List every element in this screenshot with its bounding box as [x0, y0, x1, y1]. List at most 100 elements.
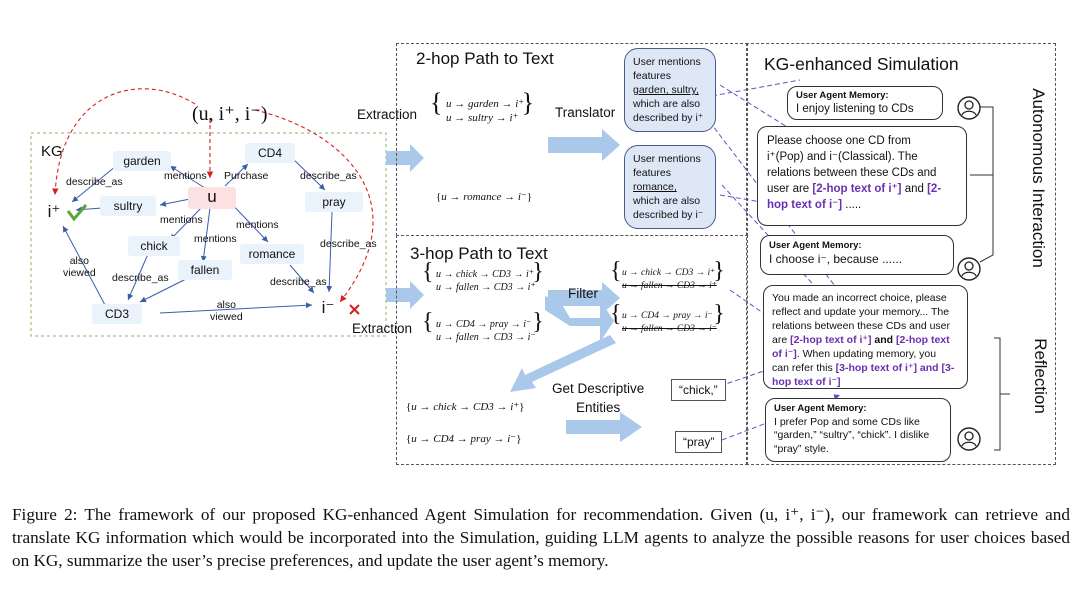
trans-line: features [633, 167, 671, 179]
edge-mentions: mentions [160, 214, 203, 226]
trans-line: which are also [633, 195, 701, 207]
prompt-line: You made an incorrect choice, please [772, 292, 947, 304]
cross-icon [349, 304, 360, 315]
prompt-text: user are [767, 183, 813, 195]
edge-also-viewed: also viewed [210, 299, 243, 323]
figure-caption: Figure 2: The framework of our proposed … [12, 505, 1070, 570]
prompt-line: relations between these CDs and [767, 167, 937, 179]
edge-mentions: mentions [164, 170, 207, 182]
memory-title: User Agent Memory: [796, 90, 889, 101]
prompt-line: hop text of i⁻] [772, 375, 959, 389]
prompt-placeholder: hop text of i⁻] [767, 199, 843, 211]
three-hop-title: 3-hop Path to Text [410, 244, 548, 263]
filter-label: Filter [568, 286, 598, 301]
path-row: u → chick → CD3 → i⁺ [622, 268, 716, 278]
reflection-label: Reflection [1031, 338, 1050, 414]
edge-also-viewed: also viewed [63, 255, 96, 279]
prompt-text: are [772, 334, 791, 346]
edge-mentions: mentions [194, 233, 237, 245]
path-row: u → fallen → CD3 → i⁻ [622, 324, 717, 334]
prompt-placeholder: [2- [927, 183, 942, 195]
trans-line: User mentions [633, 153, 701, 165]
translator-label: Translator [555, 105, 616, 120]
three-hop-pos: { u → chick → CD3 → i⁺ u → fallen → CD3 … [422, 259, 544, 293]
node-u: u [188, 187, 236, 209]
kg-title: KG [41, 143, 63, 160]
node-fallen: fallen [178, 260, 232, 280]
prompt-line: i⁺(Pop) and i⁻(Classical). The [767, 151, 918, 163]
get-descriptive-line: Get Descriptive [552, 381, 645, 396]
prompt-line: relations between these CDs and user [772, 320, 951, 332]
trans-line: garden, sultry, [633, 84, 699, 96]
extraction-label: Extraction [352, 321, 413, 336]
two-hop-paths: { u → garden → i⁺ u → sultry → i⁺ } [430, 88, 535, 125]
path-row: u → fallen → CD3 → i⁺ [622, 281, 717, 291]
memory-title: User Agent Memory: [774, 403, 867, 414]
edge-describe-as: describe_as [112, 272, 169, 284]
triple-label: (u, i⁺, i⁻) [192, 103, 268, 125]
trans-line: described by i⁻ [633, 209, 704, 221]
edge-describe-as: describe_as [66, 176, 123, 188]
prompt-placeholder: [3-hop text of i⁺] and [3- [835, 362, 955, 374]
prompt-placeholder: [2-hop text of i⁺] [812, 183, 902, 195]
node-chick: chick [128, 236, 180, 256]
path-row: u → chick → CD3 → i⁺ [436, 269, 535, 280]
path-row: u → CD4 → pray → i⁻ [411, 433, 517, 445]
node-i-minus: i⁻ [321, 298, 335, 317]
filtered-neg: { u → CD4 → pray → i⁻ u → fallen → CD3 →… [610, 301, 725, 334]
user-icon [957, 257, 981, 281]
prompt-line: user are [2-hop text of i⁺] and [2- [767, 181, 957, 197]
translation-neg: User mentions features romance, which ar… [624, 145, 716, 229]
edge-describe-as: describe_as [320, 238, 377, 250]
translation-pos: User mentions features garden, sultry, w… [624, 48, 716, 132]
trans-line: described by i⁺ [633, 112, 704, 124]
trans-line: features [633, 70, 671, 82]
user-icon [957, 427, 981, 451]
prompt-line: are [2-hop text of i⁺] and [2-hop text [772, 333, 959, 347]
memory-text: I enjoy listening to CDs [796, 103, 914, 115]
prompt-placeholder: of i⁻] [772, 348, 797, 360]
two-hop-neg-path: {u → romance → i⁻} [436, 191, 533, 203]
node-garden: garden [113, 151, 171, 171]
path-row: u → CD4 → pray → i⁻ [622, 311, 713, 321]
path-row: u → chick → CD3 → i⁺ [411, 401, 520, 413]
node-sultry: sultry [100, 196, 156, 216]
path-row: u → romance → i⁻ [441, 191, 527, 203]
prompt-line: of i⁻]. When updating memory, you [772, 347, 959, 361]
prompt-text: and [871, 334, 896, 346]
memory-text: I choose i⁻, because ...... [769, 252, 903, 266]
prompt-text: ..... [842, 199, 862, 211]
memory-bubble-1: User Agent Memory: I enjoy listening to … [787, 86, 943, 120]
path-row: u → fallen → CD3 → i⁻ [436, 332, 536, 343]
path-row: u → garden → i⁺ [446, 98, 525, 110]
edge-describe-as: describe_as [270, 276, 327, 288]
prompt-placeholder: hop text of i⁻] [772, 376, 841, 388]
prompt-text: can refer this [772, 362, 836, 374]
memory-text: I prefer Pop and some CDs like “garden,”… [774, 415, 930, 455]
trans-line: which are also [633, 98, 701, 110]
filtered-pos: { u → chick → CD3 → i⁺ u → fallen → CD3 … [610, 258, 725, 291]
node-pray: pray [305, 192, 363, 212]
prompt-bubble-1: Please choose one CD from i⁺(Pop) and i⁻… [757, 126, 967, 226]
kept-neg-path: {u → CD4 → pray → i⁻} [406, 433, 522, 445]
path-row: u → fallen → CD3 → i⁺ [436, 282, 536, 293]
user-icon [957, 96, 981, 120]
prompt-line: Please choose one CD from [767, 135, 911, 147]
node-i-plus: i⁺ [47, 202, 61, 221]
node-cd4: CD4 [245, 143, 295, 163]
simulation-title: KG-enhanced Simulation [764, 54, 959, 74]
prompt-text: . When updating memory, you [796, 348, 937, 360]
entity-pray: “pray” [675, 431, 723, 453]
kept-pos-path: {u → chick → CD3 → i⁺} [406, 401, 525, 413]
prompt-line: can refer this [3-hop text of i⁺] and [3… [772, 361, 959, 375]
three-hop-neg: { u → CD4 → pray → i⁻ u → fallen → CD3 →… [422, 309, 544, 343]
kg-box [30, 132, 387, 337]
get-descriptive-line: Entities [576, 400, 621, 415]
prompt-text: and [901, 183, 928, 195]
edge-mentions: mentions [236, 219, 279, 231]
simulation-box [746, 43, 1056, 465]
two-hop-title: 2-hop Path to Text [416, 49, 554, 68]
check-icon [66, 204, 88, 222]
memory-title: User Agent Memory: [769, 240, 862, 251]
